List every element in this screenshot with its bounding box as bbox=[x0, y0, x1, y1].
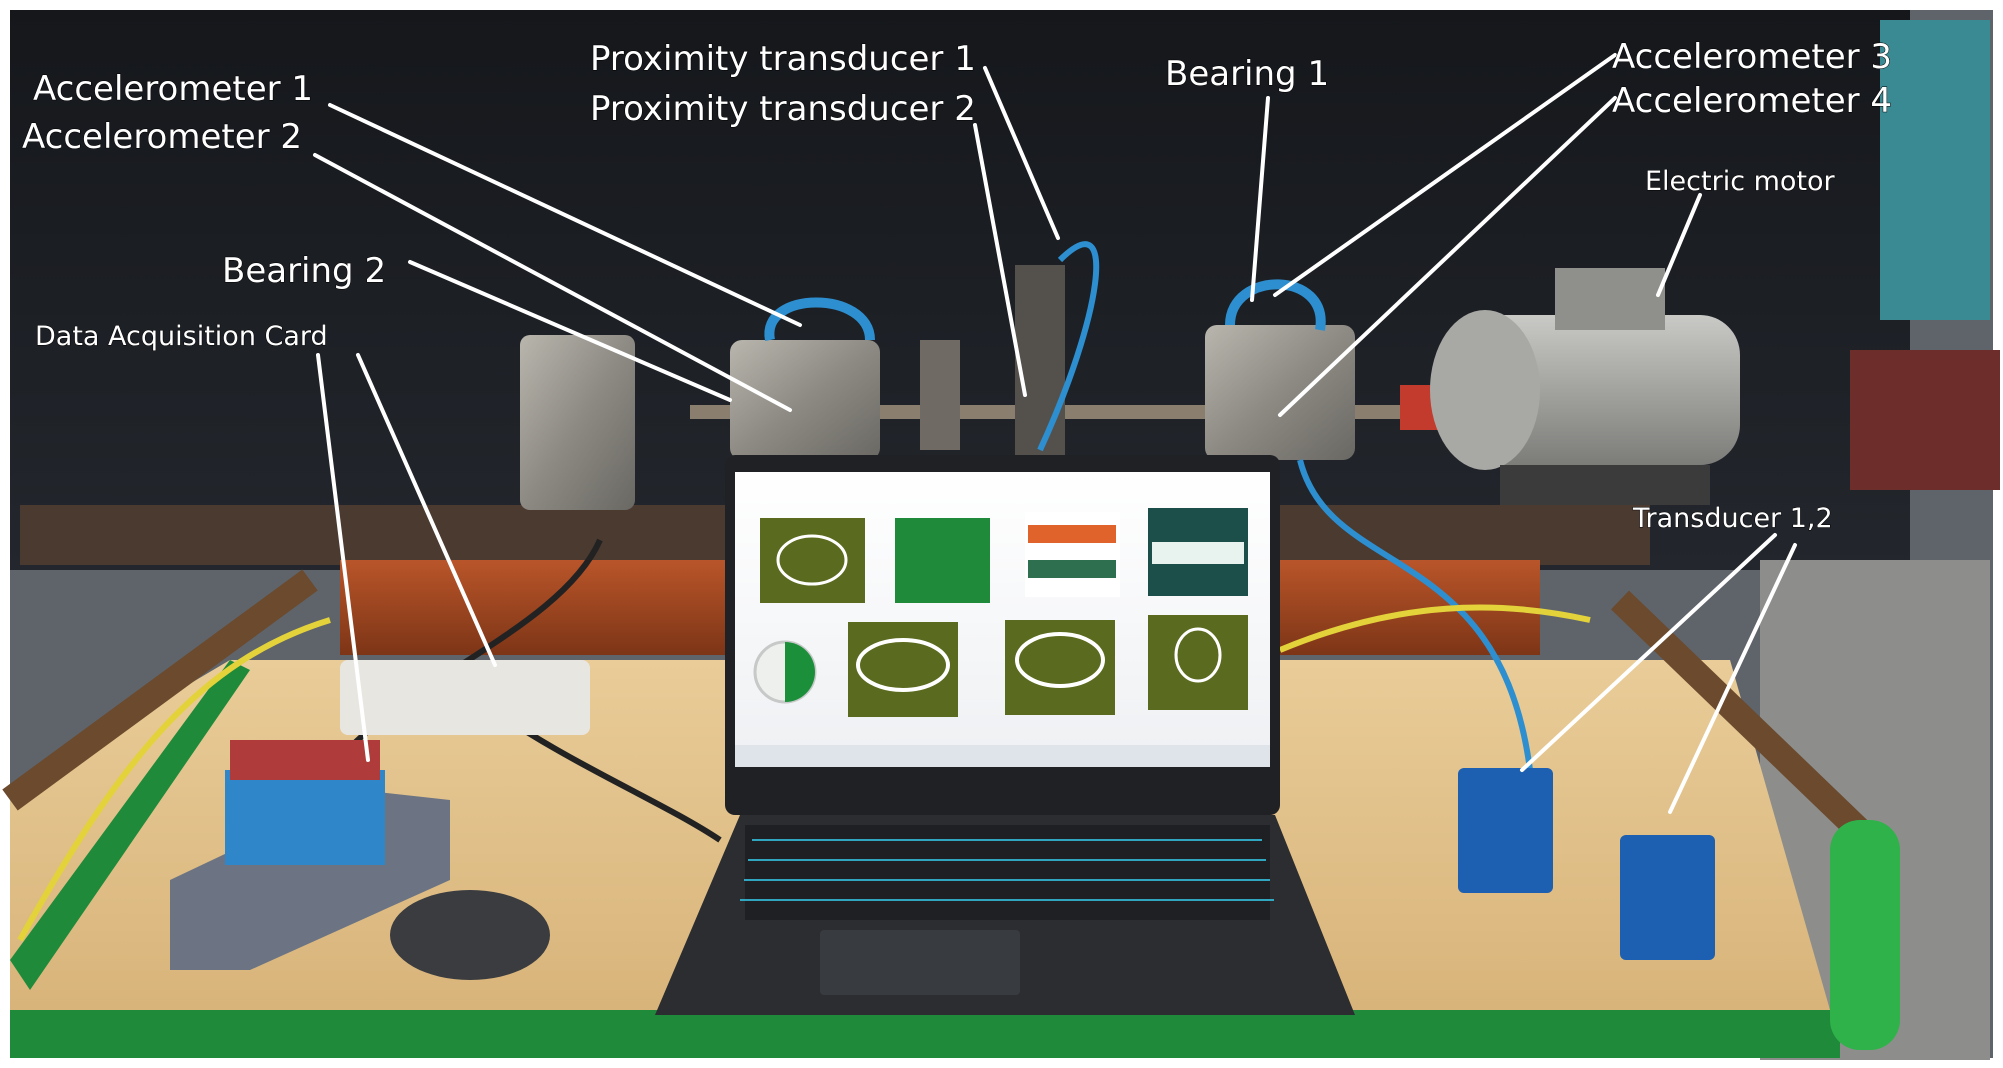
transducer-module-2 bbox=[1620, 835, 1715, 960]
grid-plot bbox=[895, 518, 990, 603]
transducer-module-1 bbox=[1458, 768, 1553, 893]
shaft-collar bbox=[920, 340, 960, 450]
orbit-trace-2 bbox=[856, 638, 950, 692]
blue-cable-right bbox=[1225, 279, 1326, 331]
pipe-right bbox=[1610, 590, 1900, 870]
label-bearing-1: Bearing 1 bbox=[1165, 54, 1329, 94]
daq-card-icon bbox=[170, 740, 450, 970]
right-window bbox=[1880, 20, 1990, 320]
label-proximity-transducer-2: Proximity transducer 2 bbox=[590, 89, 976, 129]
table-frame-left bbox=[10, 660, 250, 990]
orbit-plot-3d bbox=[1148, 615, 1248, 710]
label-proximity-transducer-1: Proximity transducer 1 bbox=[590, 39, 976, 79]
orbit-trace-1 bbox=[776, 534, 848, 586]
orbit-trace-3 bbox=[1015, 632, 1105, 688]
leader-bearing-2 bbox=[408, 260, 732, 402]
leader-accelerometer-2 bbox=[313, 153, 792, 412]
waveform-plot-orange bbox=[1025, 512, 1120, 597]
bearing-1-housing bbox=[1205, 325, 1355, 460]
proximity-probe-mount bbox=[1015, 265, 1065, 455]
orbit-trace-3d bbox=[1174, 627, 1222, 683]
orbit-plot-2 bbox=[848, 622, 958, 717]
leader-bearing-1 bbox=[1250, 96, 1270, 302]
label-accelerometer-2: Accelerometer 2 bbox=[22, 117, 302, 157]
leader-proximity-1 bbox=[983, 66, 1060, 240]
usb-daq-module bbox=[340, 660, 590, 735]
laptop-touchpad bbox=[820, 930, 1020, 995]
annotation-leaders bbox=[313, 53, 1797, 814]
keyboard-glow bbox=[740, 839, 1274, 901]
gauge-fill bbox=[785, 642, 815, 702]
leader-electric-motor bbox=[1656, 193, 1702, 297]
left-gearbox bbox=[520, 335, 635, 510]
blue-cable-to-transducers bbox=[1297, 459, 1533, 771]
yellow-cable-right bbox=[1278, 604, 1591, 653]
taskbar bbox=[735, 745, 1270, 767]
label-electric-motor: Electric motor bbox=[1645, 166, 1836, 197]
right-shelf bbox=[1850, 350, 2000, 490]
waveform-band-orange bbox=[1028, 525, 1116, 543]
label-accelerometer-4: Accelerometer 4 bbox=[1612, 81, 1892, 121]
label-bearing-2: Bearing 2 bbox=[222, 251, 386, 291]
orbit-plot-1 bbox=[760, 518, 865, 603]
blue-cable-left bbox=[764, 297, 875, 341]
leader-proximity-2 bbox=[973, 123, 1027, 397]
waveform-band-green bbox=[1028, 560, 1116, 578]
leader-accelerometer-1 bbox=[328, 103, 802, 327]
mouse-icon bbox=[390, 890, 550, 980]
leader-accelerometer-4 bbox=[1278, 96, 1617, 417]
leader-accelerometer-3 bbox=[1273, 53, 1617, 297]
leader-transducer-b bbox=[1668, 543, 1797, 814]
pipe-left bbox=[2, 569, 318, 811]
leader-daq-card-a bbox=[316, 353, 370, 762]
label-accelerometer-1: Accelerometer 1 bbox=[33, 69, 313, 109]
green-pipe-elbow bbox=[1830, 820, 1900, 1050]
noise-trace bbox=[1152, 542, 1244, 564]
yellow-cable-left bbox=[17, 617, 331, 942]
bearing-2-housing bbox=[730, 340, 880, 460]
label-data-acquisition-card: Data Acquisition Card bbox=[35, 321, 328, 352]
label-accelerometer-3: Accelerometer 3 bbox=[1612, 37, 1892, 77]
leader-daq-card-b bbox=[356, 353, 497, 667]
table-front-edge bbox=[10, 1010, 1840, 1058]
blue-cable-probe bbox=[1037, 241, 1100, 452]
label-transducer-1-2: Transducer 1,2 bbox=[1632, 503, 1833, 534]
black-cable-daq bbox=[327, 538, 603, 772]
electric-motor-icon bbox=[1430, 268, 1740, 505]
laptop-icon bbox=[655, 455, 1355, 1015]
leader-transducer-a bbox=[1520, 533, 1777, 772]
